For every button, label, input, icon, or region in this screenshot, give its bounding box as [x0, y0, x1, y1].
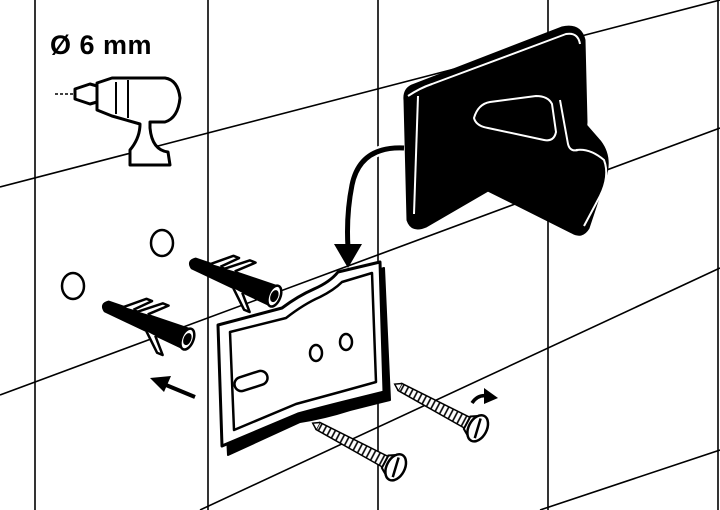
screw-icon [393, 382, 490, 443]
wall-plug-icon [101, 297, 196, 357]
curved-arrow-icon [334, 142, 405, 268]
drill-size-label: Ø 6 mm [50, 30, 153, 60]
rotate-arrow-icon [470, 388, 498, 405]
screw-icon [311, 421, 408, 482]
mounting-plate-icon [216, 260, 391, 456]
tile-grout-horizontal [539, 449, 720, 510]
wall-plug-icon [188, 254, 283, 314]
hook-icon [403, 25, 609, 236]
drill-hole [149, 228, 175, 258]
tile-grout-horizontal [199, 267, 720, 510]
drill-hole [60, 271, 86, 301]
drill-icon [55, 76, 182, 167]
tile-grout-horizontal [0, 0, 720, 188]
push-arrow-icon [150, 376, 196, 399]
